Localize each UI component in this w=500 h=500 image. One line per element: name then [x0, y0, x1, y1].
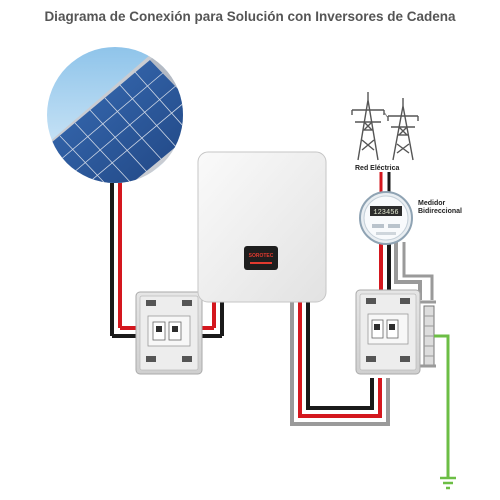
ac-wires-meter [379, 242, 434, 300]
grid-label: Red Eléctrica [355, 165, 400, 172]
solar-panel-icon [47, 47, 183, 183]
ground-wire [434, 334, 450, 478]
inverter-brand-label: SOROTEC [249, 253, 274, 259]
transmission-tower-icon [351, 92, 385, 161]
dc-combiner-box [135, 291, 203, 375]
electric-meter-icon [359, 191, 413, 245]
meter-display-value: 123456 [373, 209, 398, 217]
meter-label: Medidor Bidireccional [418, 200, 462, 215]
ac-wires-inverter [290, 300, 390, 426]
inverter-status-led [250, 262, 272, 264]
power-line [383, 111, 389, 119]
transmission-tower-icon [387, 98, 419, 161]
ground-symbol-icon [440, 476, 456, 490]
ac-distribution-box [355, 289, 421, 375]
diagram-title: Diagrama de Conexión para Solución con I… [44, 9, 456, 24]
string-inverter [197, 151, 327, 303]
